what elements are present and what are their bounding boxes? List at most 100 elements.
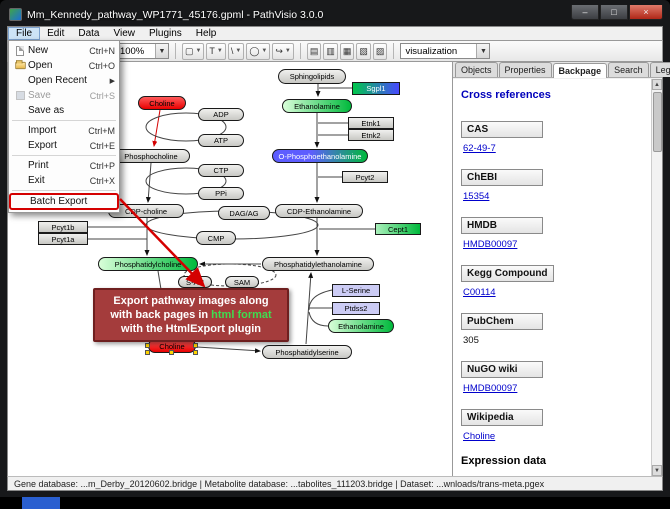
line-tool-icon[interactable]: \▼	[227, 42, 245, 60]
align-vertical-icon[interactable]: ▥	[323, 42, 338, 60]
annotation-highlight: html format	[211, 308, 272, 321]
align-horizontal-icon[interactable]: ▤	[306, 42, 322, 60]
pathway-node-o-phosphoethanolamine[interactable]: O-Phosphoethanolamine	[272, 149, 368, 163]
file-menu-shortcut: Ctrl+S	[89, 90, 115, 101]
pathway-node-pcyt2[interactable]: Pcyt2	[342, 171, 388, 183]
pathway-node-ethanolamine[interactable]: Ethanolamine	[328, 319, 394, 333]
selection-handle[interactable]	[145, 343, 150, 348]
pathway-node-l-serine[interactable]: L-Serine	[332, 284, 380, 297]
menubar-item-help[interactable]: Help	[195, 28, 217, 39]
pathway-node-pcyt1b[interactable]: Pcyt1b	[38, 221, 88, 233]
file-menu-item-save-as[interactable]: Save as	[9, 103, 119, 118]
datanode-tool-icon[interactable]: ▢▼	[181, 42, 205, 60]
pathway-node-ptdss2[interactable]: Ptdss2	[332, 302, 380, 315]
file-menu-item-batch-export[interactable]: Batch Export	[9, 193, 119, 210]
panel-scrollbar[interactable]: ▲ ▼	[651, 79, 662, 476]
pathway-node-choline[interactable]: Choline	[138, 96, 186, 110]
menubar-item-view[interactable]: View	[113, 28, 135, 39]
pathway-node-phosphatidylethanolamine[interactable]: Phosphatidylethanolamine	[262, 257, 374, 271]
selection-handle[interactable]	[193, 343, 198, 348]
close-button[interactable]: ×	[629, 5, 663, 20]
distribute-icon[interactable]: ▦	[339, 42, 355, 60]
chevron-down-icon[interactable]: ▼	[235, 48, 242, 54]
chevron-down-icon[interactable]: ▼	[216, 48, 223, 54]
pathway-node-atp[interactable]: ATP	[198, 134, 244, 147]
file-menu-item-label: Import	[28, 125, 57, 136]
tab-legend[interactable]: Legend	[649, 62, 670, 77]
chevron-down-icon[interactable]: ▼	[261, 48, 268, 54]
xref-link[interactable]: C00114	[463, 287, 496, 298]
pathway-node-etnk1[interactable]: Etnk1	[348, 117, 394, 129]
tab-search[interactable]: Search	[608, 62, 649, 77]
menubar-item-edit[interactable]: Edit	[47, 28, 65, 39]
pathway-node-sphingolipids[interactable]: Sphingolipids	[278, 69, 346, 84]
stack-horizontal-icon[interactable]: ▨	[372, 42, 388, 60]
desktop-strip	[0, 497, 670, 509]
pathway-node-dag-ag[interactable]: DAG/AG	[218, 206, 270, 220]
menubar-item-data[interactable]: Data	[78, 28, 100, 39]
chevron-down-icon[interactable]: ▼	[476, 44, 490, 58]
scroll-up-icon[interactable]: ▲	[652, 79, 662, 90]
pathway-node-phosphatidylcholine[interactable]: Phosphatidylcholine	[98, 257, 198, 271]
scrollbar-thumb[interactable]	[653, 92, 662, 152]
maximize-button[interactable]: □	[600, 5, 628, 20]
toolbar-separator	[299, 43, 301, 59]
selection-handle[interactable]	[169, 350, 174, 355]
menubar-item-file[interactable]: File	[8, 27, 41, 40]
visualization-combobox[interactable]: visualization ▼	[400, 43, 491, 59]
tab-objects[interactable]: Objects	[455, 62, 498, 77]
pathway-node-s-ah[interactable]: S-AH	[178, 276, 212, 288]
open-folder-icon	[12, 60, 28, 70]
zoom-combobox[interactable]: 100% ▼	[114, 43, 169, 59]
label-tool-icon[interactable]: T▼	[206, 42, 226, 60]
xref-link[interactable]: Choline	[463, 431, 496, 442]
pathway-node-phosphocholine[interactable]: Phosphocholine	[112, 149, 190, 163]
pathway-node-cmp[interactable]: CMP	[196, 231, 236, 245]
pathway-node-phosphatidylserine[interactable]: Phosphatidylserine	[262, 345, 352, 359]
status-bar: Gene database: ...m_Derby_20120602.bridg…	[7, 476, 663, 491]
save-icon	[12, 90, 28, 101]
xref-link[interactable]: 15354	[463, 191, 490, 202]
xref-link[interactable]: 62-49-7	[463, 143, 496, 154]
chevron-down-icon[interactable]: ▼	[154, 44, 168, 58]
chevron-down-icon[interactable]: ▼	[195, 48, 202, 54]
scroll-down-icon[interactable]: ▼	[652, 465, 662, 476]
tab-backpage[interactable]: Backpage	[552, 63, 608, 78]
chevron-down-icon[interactable]: ▼	[284, 48, 291, 54]
selection-handle[interactable]	[145, 350, 150, 355]
pathway-node-cdp-ethanolamine[interactable]: CDP-Ethanolamine	[275, 204, 363, 218]
pathway-node-ethanolamine[interactable]: Ethanolamine	[282, 99, 352, 113]
tab-properties[interactable]: Properties	[498, 62, 552, 77]
pathway-node-adp[interactable]: ADP	[198, 108, 244, 121]
menu-separator	[12, 190, 116, 191]
side-panel: ObjectsPropertiesBackpageSearchLegend Cr…	[452, 62, 670, 476]
selection-handle[interactable]	[193, 350, 198, 355]
menubar-item-plugins[interactable]: Plugins	[148, 28, 182, 39]
pathway-node-sam[interactable]: SAM	[225, 276, 259, 288]
shape-tool-icon[interactable]: ◯▼	[246, 42, 271, 60]
stack-vertical-icon[interactable]: ▧	[356, 42, 371, 60]
pathway-node-ctp[interactable]: CTP	[198, 164, 244, 177]
xref-link[interactable]: HMDB00097	[463, 239, 518, 250]
pathway-node-pcyt1a[interactable]: Pcyt1a	[38, 233, 88, 245]
minimize-button[interactable]: –	[571, 5, 599, 20]
file-menu-item-open-recent[interactable]: Open Recent▶	[9, 73, 119, 88]
pathway-node-ppi[interactable]: PPi	[198, 187, 244, 200]
connector-tool-icon[interactable]: ↪▼	[272, 42, 294, 60]
visualization-value: visualization	[405, 45, 458, 57]
pathway-node-etnk2[interactable]: Etnk2	[348, 129, 394, 141]
pathway-node-sgpl1[interactable]: Sgpl1	[352, 82, 400, 95]
xref-link[interactable]: HMDB00097	[463, 383, 518, 394]
pathway-node-cept1[interactable]: Cept1	[375, 223, 421, 235]
file-menu-shortcut: Ctrl+O	[88, 60, 115, 71]
window-title: Mm_Kennedy_pathway_WP1771_45176.gpml - P…	[27, 8, 324, 21]
